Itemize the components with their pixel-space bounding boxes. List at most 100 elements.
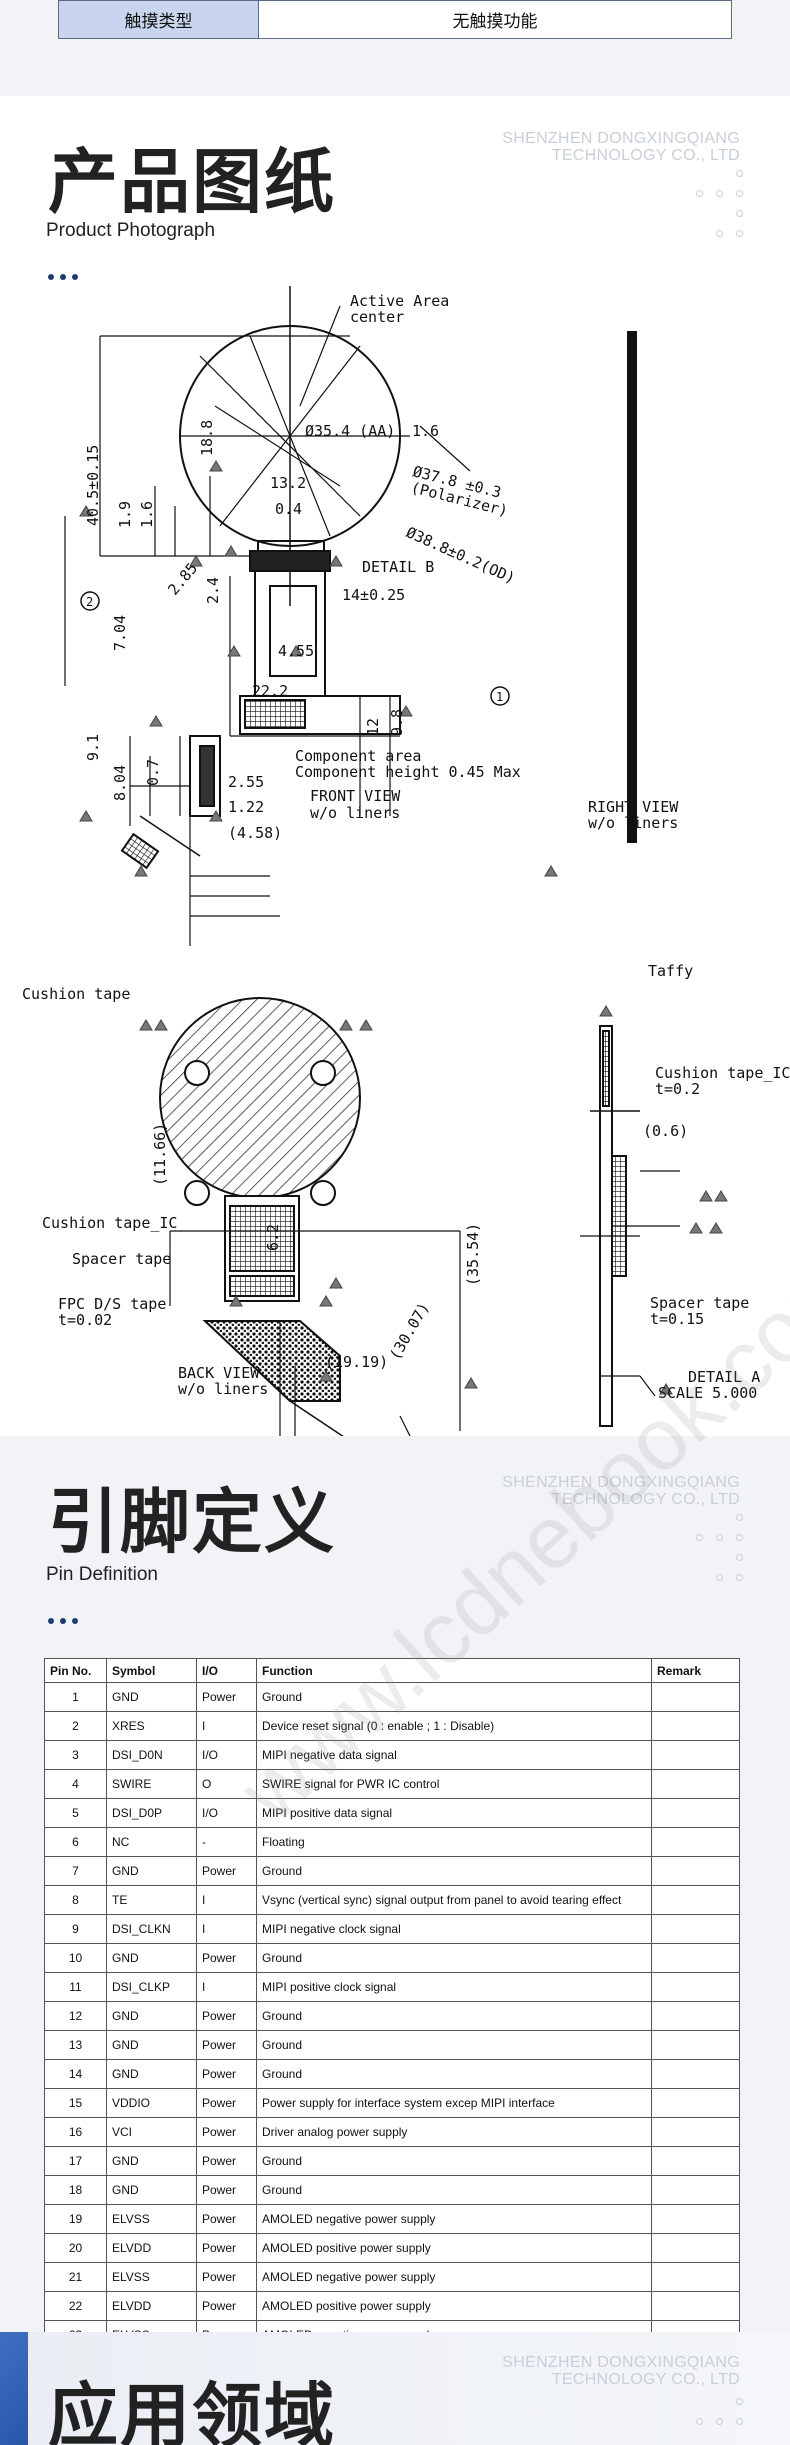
- symbol-cell: GND: [106, 2001, 197, 2031]
- symbol-cell: GND: [106, 2059, 197, 2089]
- drawing-label-6-2: 6.2: [264, 1224, 282, 1251]
- symbol-cell: DSI_D0N: [106, 1740, 197, 1770]
- symbol-cell: NC: [106, 1827, 197, 1857]
- drawing-label-fpc-ds-tape: FPC D/S tape: [58, 1295, 166, 1313]
- drawing-label-detail-a: DETAIL A: [688, 1368, 760, 1386]
- remark-cell: [651, 1885, 740, 1915]
- dots-decoration: [48, 1618, 78, 1624]
- pin-no-cell: 12: [44, 2001, 107, 2031]
- function-cell: Ground: [256, 1682, 652, 1712]
- pin-no-cell: 20: [44, 2233, 107, 2263]
- remark-cell: [651, 2175, 740, 2205]
- io-cell: Power: [196, 2146, 257, 2176]
- symbol-cell: DSI_D0P: [106, 1798, 197, 1828]
- function-cell: Ground: [256, 2030, 652, 2060]
- section-title: 引脚定义: [48, 1481, 336, 1563]
- remark-cell: [651, 2146, 740, 2176]
- application-section: 应用领域 SHENZHEN DONGXINGQIANG TECHNOLOGY C…: [0, 2332, 790, 2445]
- io-cell: Power: [196, 1943, 257, 1973]
- symbol-cell: VDDIO: [106, 2088, 197, 2118]
- io-cell: I: [196, 1914, 257, 1944]
- pin-no-cell: 13: [44, 2030, 107, 2060]
- drawing-label-front-wo-liners: w/o liners: [310, 804, 400, 822]
- remark-cell: [651, 1856, 740, 1886]
- remark-cell: [651, 1914, 740, 1944]
- drawing-label-18-8: 18.8: [198, 420, 216, 456]
- function-cell: Ground: [256, 2175, 652, 2205]
- pin-no-cell: 15: [44, 2088, 107, 2118]
- drawing-label-1-6: 1.6: [412, 422, 439, 440]
- symbol-cell: ELVDD: [106, 2291, 197, 2321]
- function-cell: Ground: [256, 1856, 652, 1886]
- symbol-cell: GND: [106, 1856, 197, 1886]
- pin-no-cell: 19: [44, 2204, 107, 2234]
- dots-decoration: [48, 274, 78, 280]
- pin-no-cell: 16: [44, 2117, 107, 2147]
- pin-no-cell: 18: [44, 2175, 107, 2205]
- spec-row: 触摸类型 无触摸功能: [58, 0, 732, 39]
- drawing-label-22-2: 22.2: [252, 682, 288, 700]
- symbol-cell: DSI_CLKN: [106, 1914, 197, 1944]
- function-cell: Ground: [256, 2059, 652, 2089]
- io-cell: I: [196, 1972, 257, 2002]
- symbol-cell: SWIRE: [106, 1769, 197, 1799]
- remark-cell: [651, 1943, 740, 1973]
- section-subtitle: Pin Definition: [46, 1564, 158, 1585]
- io-cell: I: [196, 1711, 257, 1741]
- pin-no-cell: 2: [44, 1711, 107, 1741]
- io-cell: Power: [196, 1682, 257, 1712]
- header-io: I/O: [196, 1658, 257, 1683]
- drawing-label-8-04: 8.04: [111, 765, 129, 801]
- drawing-label-9-8: 9.8: [388, 709, 406, 736]
- remark-cell: [651, 2291, 740, 2321]
- pin-no-cell: 1: [44, 1682, 107, 1712]
- pin-no-cell: 10: [44, 1943, 107, 1973]
- drawing-label-back-wo-liners: w/o liners: [178, 1380, 268, 1398]
- drawing-label-spacer-tape: Spacer tape: [72, 1250, 171, 1268]
- drawing-label-1-6v: 1.6: [138, 501, 156, 528]
- pin-no-cell: 4: [44, 1769, 107, 1799]
- drawing-label-circle-1: 1: [496, 690, 503, 704]
- pin-no-cell: 5: [44, 1798, 107, 1828]
- pin-no-cell: 8: [44, 1885, 107, 1915]
- remark-cell: [651, 1740, 740, 1770]
- symbol-cell: GND: [106, 2146, 197, 2176]
- function-cell: SWIRE signal for PWR IC control: [256, 1769, 652, 1799]
- drawing-label-outline-dia: Ø38.8±0.2(OD): [403, 523, 518, 587]
- drawing-label-front-view: FRONT VIEW: [310, 787, 401, 805]
- drawing-label-13-2: 13.2: [270, 474, 306, 492]
- symbol-cell: ELVDD: [106, 2233, 197, 2263]
- drawing-label-9-1: 9.1: [84, 734, 102, 761]
- drawing-label-t-0-2: t=0.2: [655, 1080, 700, 1098]
- drawing-label-1-22: 1.22: [228, 798, 264, 816]
- io-cell: Power: [196, 2233, 257, 2263]
- function-cell: MIPI negative clock signal: [256, 1914, 652, 1944]
- symbol-cell: TE: [106, 1885, 197, 1915]
- spec-key: 触摸类型: [58, 0, 259, 39]
- spec-strip: 触摸类型 无触摸功能: [0, 0, 790, 96]
- drawing-label-detail-b: DETAIL B: [362, 558, 434, 576]
- drawing-label-11-66: (11.66): [151, 1123, 169, 1186]
- drawing-label-aa-dia: Ø35.4 (AA): [305, 422, 395, 440]
- remark-cell: [651, 1798, 740, 1828]
- io-cell: Power: [196, 2262, 257, 2292]
- remark-cell: [651, 1972, 740, 2002]
- header-symbol: Symbol: [106, 1658, 197, 1683]
- company-name: SHENZHEN DONGXINGQIANG TECHNOLOGY CO., L…: [502, 2354, 740, 2388]
- drawing-label-0-6: (0.6): [643, 1122, 688, 1140]
- function-cell: Ground: [256, 1943, 652, 1973]
- pin-table-header: Pin No. Symbol I/O Function Remark: [44, 1658, 740, 1683]
